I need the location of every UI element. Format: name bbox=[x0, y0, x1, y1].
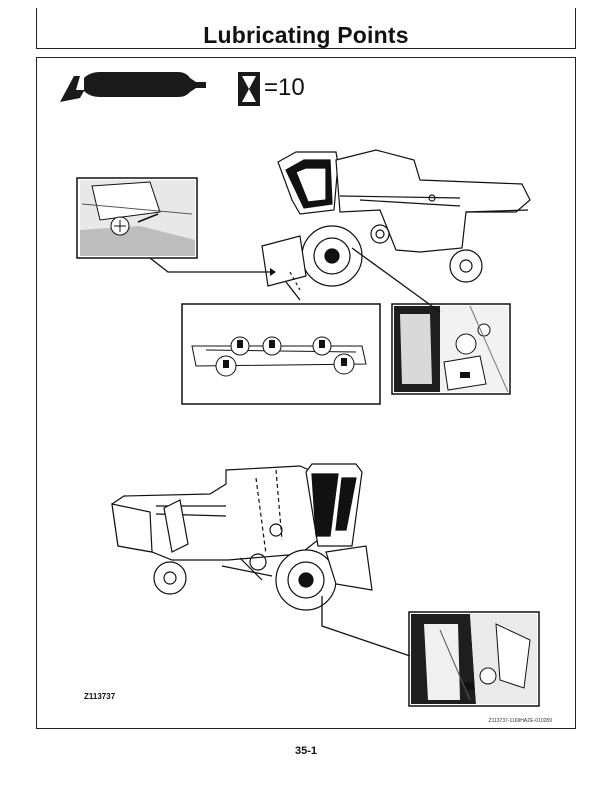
figure-id: Z113737 bbox=[84, 692, 116, 701]
inset-center bbox=[181, 303, 381, 405]
hourglass-icon bbox=[238, 72, 260, 106]
grease-gun-icon bbox=[60, 72, 206, 102]
combine-bottom-drawing bbox=[111, 463, 373, 611]
interval-label: =10 bbox=[264, 74, 305, 101]
inset-bottom-right bbox=[408, 611, 540, 707]
figure-code: Z113737-1169HAZE-010289 bbox=[488, 718, 552, 724]
inset-right bbox=[391, 303, 511, 395]
illustration-frame bbox=[36, 57, 576, 729]
title-box: Lubricating Points bbox=[36, 8, 576, 49]
page-number: 35-1 bbox=[294, 745, 318, 757]
combine-top-drawing bbox=[261, 149, 531, 291]
inset-top-left bbox=[76, 177, 198, 259]
page-title: Lubricating Points bbox=[203, 22, 409, 48]
leader-line bbox=[149, 257, 270, 273]
